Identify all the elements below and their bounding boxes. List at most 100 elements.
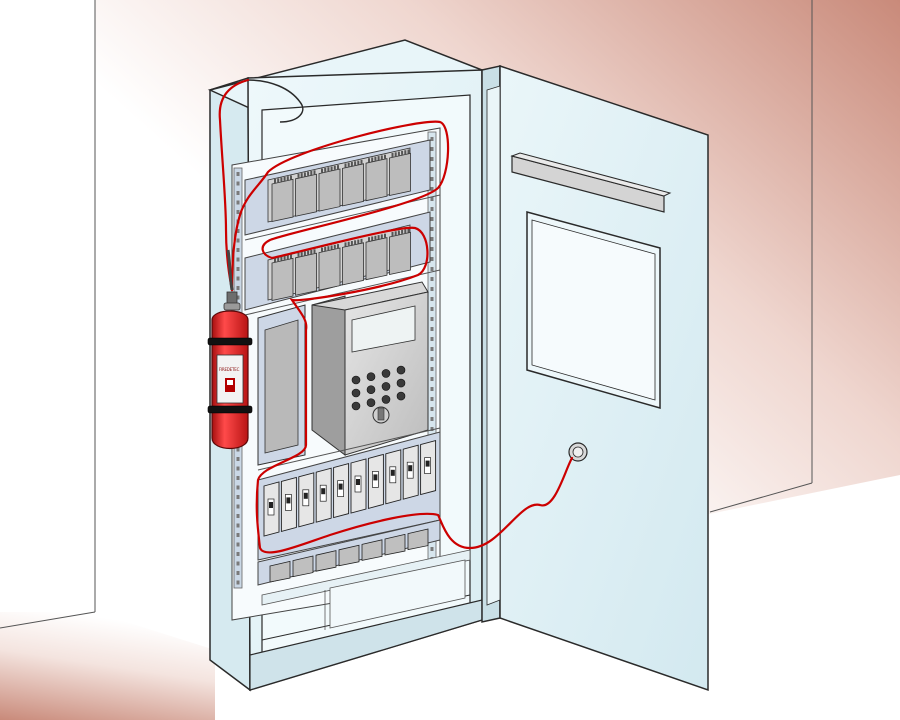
relay-terminal <box>283 255 286 260</box>
rail-hole <box>430 287 434 291</box>
rail-hole <box>236 210 240 214</box>
relay-module <box>318 247 341 291</box>
relay-terminal <box>280 177 283 182</box>
keypad-button <box>396 365 406 375</box>
rail-hole <box>236 571 240 575</box>
rail-hole <box>430 277 434 281</box>
relay-terminal <box>300 252 303 257</box>
floor-edge-line-right <box>709 482 813 513</box>
terminal-block <box>384 533 406 556</box>
rail-hole <box>236 476 240 480</box>
relay-module <box>295 173 317 217</box>
relay-terminal <box>397 151 400 156</box>
relay-terminal <box>290 254 292 259</box>
relay-terminal <box>397 230 400 235</box>
rail-hole <box>236 447 240 452</box>
relay-terminal <box>344 242 347 247</box>
cabinet-door <box>481 64 709 692</box>
fire-extinguisher-icon <box>225 378 235 392</box>
relay-terminal <box>360 238 363 243</box>
rail-hole <box>430 177 434 181</box>
relay-module <box>295 252 317 296</box>
relay-terminal <box>404 150 407 155</box>
relay-terminal <box>307 171 310 176</box>
relay-terminal <box>283 176 286 181</box>
terminal-block <box>315 550 337 572</box>
relay-module <box>271 178 294 222</box>
rail-hole <box>236 191 240 195</box>
rail-hole <box>430 317 434 321</box>
rail-hole <box>236 542 240 547</box>
relay-terminal <box>384 233 386 238</box>
relay-module-row-top <box>244 139 431 236</box>
breaker-lever <box>321 488 326 495</box>
rail-hole <box>236 514 240 518</box>
relay-terminal <box>377 235 380 240</box>
relay-terminal <box>394 152 397 157</box>
relay-terminal <box>407 149 410 154</box>
terminal-block <box>292 555 314 578</box>
relay-terminal <box>286 255 289 260</box>
relay-terminal <box>321 247 323 252</box>
relay-terminal <box>313 249 316 254</box>
relay-terminal <box>327 246 330 251</box>
keypad-button <box>381 369 391 378</box>
breaker-lever <box>356 479 360 485</box>
rail-hole <box>236 229 240 233</box>
relay-terminal <box>371 157 374 162</box>
relay-terminal <box>274 179 276 183</box>
keypad-button <box>351 375 361 385</box>
rail-hole <box>430 227 434 231</box>
relay-terminal <box>368 237 370 242</box>
relay-terminal <box>354 240 357 245</box>
relay-terminal <box>333 165 336 170</box>
din-rail-enclosure <box>257 304 306 466</box>
relay-terminal <box>371 236 374 241</box>
rail-hole <box>430 427 434 431</box>
relay-terminal <box>303 172 306 177</box>
rail-hole <box>430 187 434 191</box>
relay-terminal <box>310 171 313 175</box>
rail-hole <box>236 523 240 528</box>
relay-terminal <box>321 168 323 173</box>
relay-terminal <box>357 239 360 244</box>
terminal-block <box>361 539 383 561</box>
relay-terminal <box>300 173 303 178</box>
door-lock <box>568 442 588 462</box>
relay-terminal <box>394 231 397 236</box>
rail-hole <box>430 157 434 161</box>
terminal-block <box>338 544 360 567</box>
rail-hole <box>430 237 434 241</box>
rail-hole <box>430 367 434 371</box>
relay-terminal <box>380 155 383 160</box>
relay-terminal <box>310 250 313 254</box>
rail-hole <box>430 327 434 331</box>
relay-terminal <box>290 175 292 180</box>
rail-hole <box>430 357 434 361</box>
rail-hole <box>430 207 434 211</box>
relay-terminal <box>324 167 327 172</box>
relay-terminal <box>360 159 363 164</box>
detection-tube <box>218 78 574 554</box>
rail-hole <box>430 547 434 551</box>
relay-terminal <box>347 162 350 167</box>
keypad-button <box>351 401 361 411</box>
rail-hole <box>430 137 434 141</box>
keypad-button <box>366 372 376 382</box>
room-floor <box>0 612 215 720</box>
relay-terminal <box>280 256 283 261</box>
breaker-lever <box>408 465 413 472</box>
keypad-button <box>366 385 376 395</box>
rail-hole <box>236 276 240 281</box>
rail-hole <box>430 257 434 261</box>
relay-terminal <box>333 244 336 249</box>
rail-hole <box>236 561 240 566</box>
rail-hole <box>236 295 240 300</box>
rail-hole <box>236 552 240 556</box>
floor-edge-line <box>0 611 96 629</box>
breaker-lever <box>269 502 273 508</box>
relay-terminal <box>384 154 386 159</box>
relay-terminal <box>297 252 300 257</box>
relay-module <box>342 242 364 286</box>
